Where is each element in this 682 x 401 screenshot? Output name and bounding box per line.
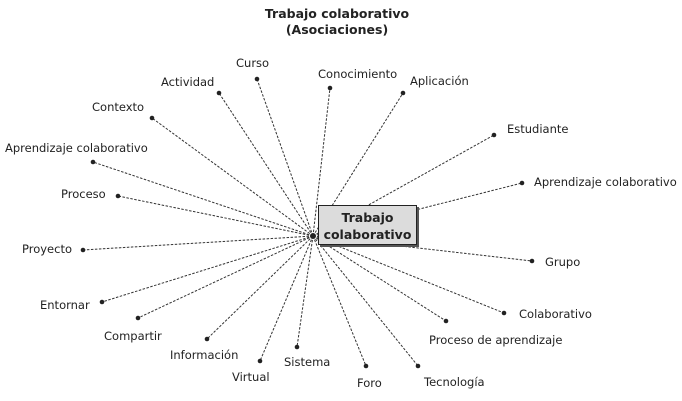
node-label-grupo: Grupo: [545, 255, 581, 269]
node-label-conocimiento: Conocimiento: [318, 67, 398, 81]
node-label-proyecto: Proyecto: [22, 242, 72, 256]
center-line-1: Trabajo: [341, 210, 394, 225]
title-line-2: (Asociaciones): [285, 22, 389, 37]
node-label-proceso-de-aprendizaje: Proceso de aprendizaje: [429, 333, 563, 347]
node-label-entornar: Entornar: [40, 298, 90, 312]
node-label-tecnologia: Tecnología: [424, 375, 485, 389]
node-label-aprendizaje-colaborativo-left: Aprendizaje colaborativo: [5, 141, 148, 155]
node-label-compartir: Compartir: [104, 329, 162, 343]
node-label-virtual: Virtual: [232, 370, 270, 384]
node-label-colaborativo: Colaborativo: [519, 307, 592, 321]
node-label-proceso: Proceso: [61, 187, 106, 201]
node-label-aprendizaje-colaborativo-right: Aprendizaje colaborativo: [534, 175, 677, 189]
node-label-foro: Foro: [357, 376, 382, 390]
node-label-informacion: Información: [170, 348, 239, 362]
node-label-estudiante: Estudiante: [507, 122, 569, 136]
title-line-1: Trabajo colaborativo: [264, 6, 410, 21]
node-label-sistema: Sistema: [284, 355, 331, 369]
diagram-title: Trabajo colaborativo (Asociaciones): [0, 6, 682, 38]
node-label-curso: Curso: [236, 56, 270, 70]
node-label-aplicacion: Aplicación: [410, 74, 469, 88]
node-label-contexto: Contexto: [92, 100, 145, 114]
node-label-actividad: Actividad: [161, 75, 215, 89]
center-line-2: colaborativo: [323, 227, 412, 242]
center-node: Trabajo colaborativo: [318, 205, 417, 245]
